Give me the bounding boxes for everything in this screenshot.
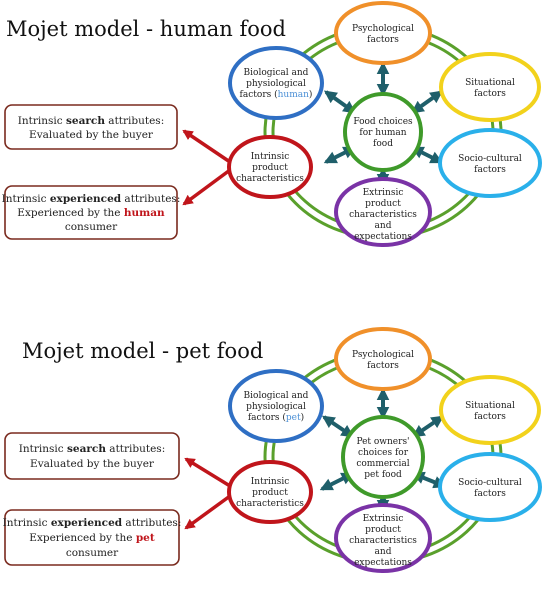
search-box-line-2: Evaluated by the buyer <box>30 458 155 470</box>
biological-label-1: Biological and <box>244 68 309 78</box>
sociocultural-label-2: factors <box>474 489 506 499</box>
red-arrow-experienced <box>182 168 232 206</box>
node-situational <box>439 375 541 445</box>
psychological-label-1: Psychological <box>352 24 414 34</box>
node-psychological <box>334 1 432 65</box>
diagram-title: Mojet model - pet food <box>22 339 263 363</box>
biological-label-3: factors (pet) <box>248 412 304 423</box>
extrinsic-label-2: product <box>365 199 401 209</box>
arrow-biological <box>321 415 355 438</box>
center-label-3: commercial <box>356 459 409 469</box>
experienced-box-line-1: Intrinsic experienced attributes: <box>3 517 182 529</box>
extrinsic-label-3: characteristics <box>349 210 417 220</box>
psychological-label-1: Psychological <box>352 350 414 360</box>
extrinsic-label-5: expectations <box>354 558 412 568</box>
situational-label-1: Situational <box>465 78 515 88</box>
node-intrinsic <box>227 460 313 524</box>
sociocultural-label-1: Socio-cultural <box>458 154 522 164</box>
diagram-pet-food: Mojet model - pet food Psychological fac… <box>3 327 542 573</box>
diagram-title: Mojet model - human food <box>6 17 286 41</box>
experienced-box-line-2: Experienced by the pet <box>29 532 155 544</box>
arrow-biological <box>323 90 357 114</box>
search-attributes-box <box>4 104 178 150</box>
experienced-box-line-3: consumer <box>66 547 119 559</box>
red-arrow-search <box>182 129 231 164</box>
psychological-label-2: factors <box>367 361 399 371</box>
intrinsic-label-1: Intrinsic <box>251 477 289 487</box>
node-psychological <box>334 327 432 391</box>
extrinsic-label-1: Extrinsic <box>363 514 404 524</box>
biological-label-1: Biological and <box>244 391 309 401</box>
intrinsic-label-3: characteristics <box>236 499 304 509</box>
node-sociocultural <box>438 128 542 198</box>
center-label-1: Pet owners' <box>356 437 409 447</box>
red-arrows <box>182 129 232 206</box>
extrinsic-label-1: Extrinsic <box>363 188 404 198</box>
intrinsic-label-1: Intrinsic <box>251 152 289 162</box>
node-intrinsic <box>227 135 313 199</box>
search-box-line-2: Evaluated by the buyer <box>29 129 154 141</box>
situational-label-2: factors <box>474 412 506 422</box>
center-label-3: food <box>373 139 393 149</box>
diagram-human-food: Mojet model - human food Psychological f… <box>2 1 542 247</box>
experienced-box-line-3: consumer <box>65 221 118 233</box>
extrinsic-label-3: characteristics <box>349 536 417 546</box>
node-extrinsic <box>334 177 432 247</box>
psychological-label-2: factors <box>367 35 399 45</box>
center-label-2: choices for <box>358 448 409 458</box>
sociocultural-label-1: Socio-cultural <box>458 478 522 488</box>
extrinsic-label-5: expectations <box>354 232 412 242</box>
red-arrow-experienced <box>184 494 232 530</box>
red-arrow-search <box>184 457 231 488</box>
intrinsic-label-3: characteristics <box>236 174 304 184</box>
arrow-situational <box>411 415 445 438</box>
node-situational <box>439 52 541 122</box>
node-biological <box>228 46 324 120</box>
biological-label-2: physiological <box>246 79 306 89</box>
experienced-attributes-box <box>4 185 178 240</box>
search-box-line-1: Intrinsic search attributes: <box>18 115 164 127</box>
center-label-2: for human <box>359 128 406 138</box>
extrinsic-label-4: and <box>375 221 392 231</box>
node-sociocultural <box>438 452 542 522</box>
sociocultural-label-2: factors <box>474 165 506 175</box>
search-attributes-box <box>4 432 180 480</box>
biological-label-2: physiological <box>246 402 306 412</box>
node-extrinsic <box>334 503 432 573</box>
intrinsic-label-2: product <box>252 488 288 498</box>
experienced-box-line-2: Experienced by the human <box>17 207 165 219</box>
situational-label-2: factors <box>474 89 506 99</box>
biological-label-3: factors (human) <box>240 89 313 100</box>
node-center-food-choices <box>341 415 425 499</box>
red-arrows <box>184 457 232 530</box>
intrinsic-label-2: product <box>252 163 288 173</box>
node-biological <box>228 369 324 443</box>
extrinsic-label-2: product <box>365 525 401 535</box>
center-label-4: pet food <box>364 470 402 480</box>
search-box-line-1: Intrinsic search attributes: <box>19 443 165 455</box>
arrow-situational <box>410 90 444 114</box>
extrinsic-label-4: and <box>375 547 392 557</box>
situational-label-1: Situational <box>465 401 515 411</box>
experienced-attributes-box <box>4 509 180 566</box>
center-label-1: Food choices <box>353 117 413 127</box>
node-center-food-choices <box>343 92 423 172</box>
experienced-box-line-1: Intrinsic experienced attributes: <box>2 193 181 205</box>
